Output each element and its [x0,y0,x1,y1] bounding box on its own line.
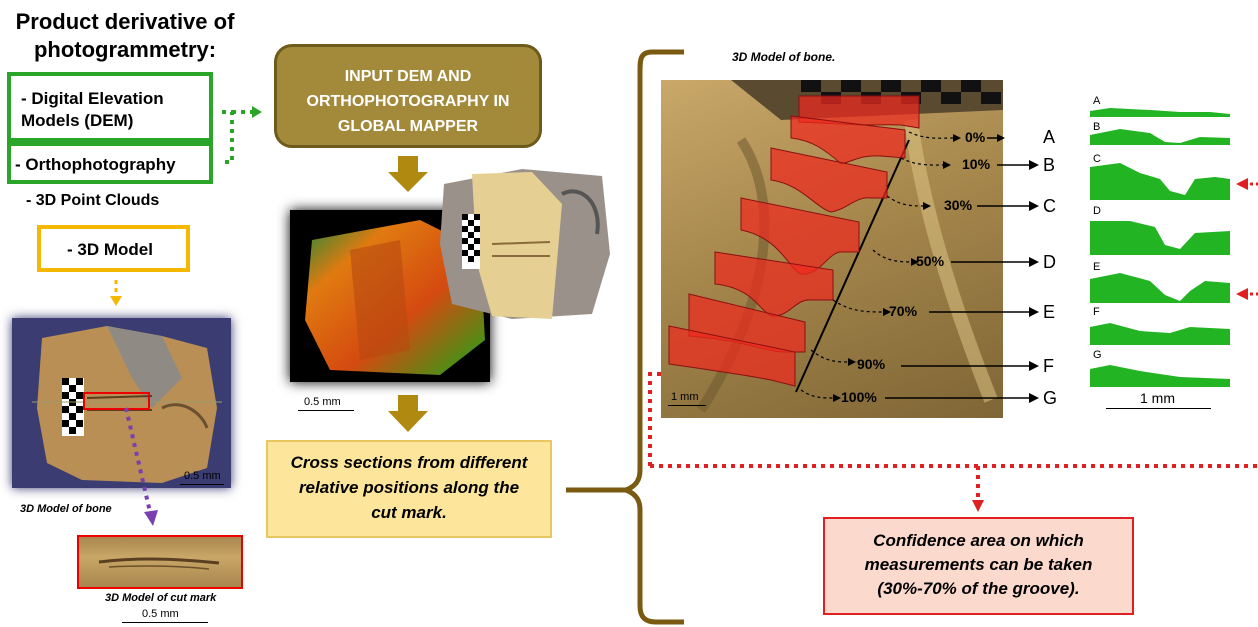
profile-c [1090,163,1230,200]
olive-down-arrow-1 [388,156,428,192]
yellow-arrowhead [110,296,122,306]
profile-d [1090,221,1230,255]
profile-b [1090,129,1230,145]
caption-bone-top: 3D Model of bone. [732,50,836,64]
profile-label-b: B [1093,121,1101,133]
scale-bar-dem [298,410,354,411]
section-pct-c: 30% [944,197,973,213]
bone-model-graphic [32,326,222,483]
dem-box-label: - Digital Elevation Models (DEM) [21,89,164,130]
scale-label-profiles: 1 mm [1140,390,1175,406]
ortho-checker [462,214,480,269]
confidence-box: Confidence area on which measurements ca… [823,517,1134,615]
scale-bar-model [668,405,706,406]
profile-g [1090,365,1230,387]
section-planes [668,95,920,387]
section-pct-b: 10% [962,156,991,172]
profile-label-f: F [1093,306,1100,318]
red-arrowhead-down [972,500,984,512]
profile-e [1090,273,1230,303]
section-pct-e: 70% [889,303,918,319]
dem-graphic [305,220,485,375]
olive-down-arrow-2 [388,395,428,432]
section-pct-a: 0% [965,129,986,145]
scale-bar-profiles [1106,408,1211,409]
profile-f [1090,323,1230,345]
section-letter-a: A [1043,127,1056,147]
section-letter-g: G [1043,388,1058,408]
point-clouds-label: - 3D Point Clouds [26,192,160,209]
scale-label-dem: 0.5 mm [304,396,341,408]
bone-model-image [12,318,231,488]
cross-sections-box: Cross sections from different relative p… [266,440,552,538]
profiles [1090,108,1230,387]
profile-label-d: D [1093,205,1101,217]
scale-label-cut: 0.5 mm [142,608,179,620]
green-dotted-connector [222,110,234,164]
scale-label-model: 1 mm [671,391,699,403]
scale-label-left: 0.5 mm [184,470,221,482]
cut-mark-highlight [83,392,150,410]
scale-bar-left [180,484,224,485]
caption-bone-left: 3D Model of bone [20,503,112,515]
section-letter-b: B [1043,155,1056,175]
section-arrows [800,131,1039,403]
input-box: INPUT DEM AND ORTHOPHOTOGRAPHY IN GLOBAL… [274,44,542,148]
profile-label-g: G [1093,349,1102,361]
section-letter-d: D [1043,252,1056,272]
page-title: Product derivative of photogrammetry: [15,9,235,62]
input-box-label: INPUT DEM AND ORTHOPHOTOGRAPHY IN GLOBAL… [306,68,510,135]
section-letter-c: C [1043,196,1056,216]
ortho-graphic [440,169,610,319]
model-box-label: - 3D Model [67,240,153,259]
section-plane-c [770,147,888,213]
cross-sections-label: Cross sections from different relative p… [290,453,528,522]
profile-label-e: E [1093,261,1101,273]
model-box: - 3D Model [37,225,190,272]
confidence-label: Confidence area on which measurements ca… [864,531,1093,598]
ortho-box: - Orthophotography [7,142,213,184]
section-plane-g [668,325,796,387]
curly-brace [566,49,684,625]
cut-mark-graphic [98,557,220,570]
section-letter-e: E [1043,302,1056,322]
caption-cut-mark: 3D Model of cut mark [105,592,217,604]
section-pct-d: 50% [916,253,945,269]
purple-dotted-arrow [124,407,152,513]
cut-mark-image [77,535,243,589]
profile-label-c: C [1093,153,1101,165]
section-letter-f: F [1043,356,1054,376]
section-pct-f: 90% [857,356,886,372]
red-arrowhead-c [1236,178,1248,190]
ortho-box-label: - Orthophotography [15,155,176,174]
section-pct-g: 100% [841,389,877,405]
purple-arrowhead [144,510,158,526]
red-arrowhead-e [1236,288,1248,300]
profile-label-a: A [1093,95,1101,107]
scale-bar-cut [122,622,208,623]
dem-box: - Digital Elevation Models (DEM) [7,72,213,142]
profile-a [1090,108,1230,117]
ortho-image [432,164,614,322]
green-arrowhead [252,106,262,118]
